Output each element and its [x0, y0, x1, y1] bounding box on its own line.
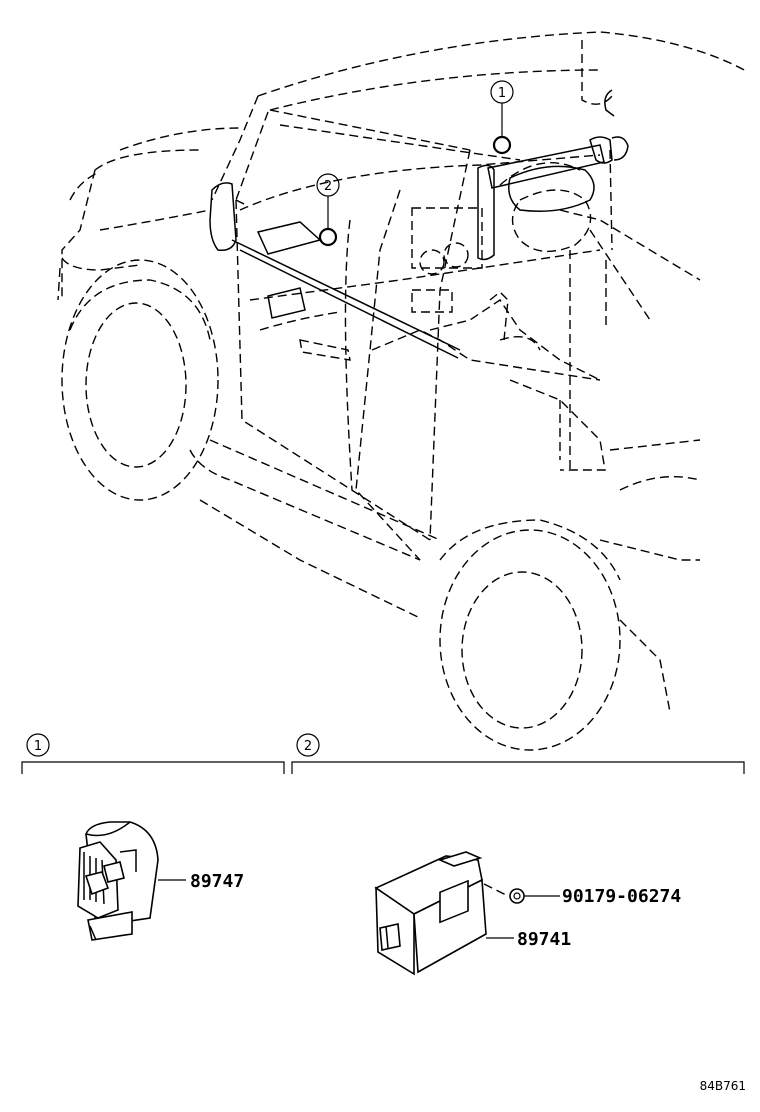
section-1-circle	[26, 733, 50, 757]
callout-2-number: 2	[324, 179, 332, 194]
part-number-89747: 89747	[190, 871, 244, 892]
part-number-89741: 89741	[517, 929, 571, 950]
section-2-circle	[296, 733, 320, 757]
section-1-number: 1	[34, 739, 42, 754]
side-mirror	[209, 182, 245, 252]
callout-1-number: 1	[498, 86, 506, 101]
part-89747-drawing	[77, 821, 159, 941]
dash-beam	[256, 89, 629, 319]
callout-2: 2	[316, 173, 340, 247]
callout-1: 1	[490, 80, 514, 155]
figure-code: 84B761	[700, 1079, 746, 1093]
part-90179-06274-drawing	[483, 883, 525, 904]
section-1: 1 89747	[21, 733, 285, 941]
part-89741-drawing	[374, 851, 487, 976]
beam-line-2	[239, 249, 459, 359]
part-number-90179-06274: 90179-06274	[562, 886, 681, 907]
section-1-bracket	[21, 761, 285, 774]
vehicle-outline	[57, 31, 749, 751]
beam-line-1	[231, 239, 461, 351]
section-2-number: 2	[304, 739, 312, 754]
section-2: 2 90179-06274 89741	[291, 733, 745, 976]
section-2-bracket	[291, 761, 745, 774]
location-marker-2	[318, 227, 338, 247]
location-marker-1	[492, 135, 512, 155]
